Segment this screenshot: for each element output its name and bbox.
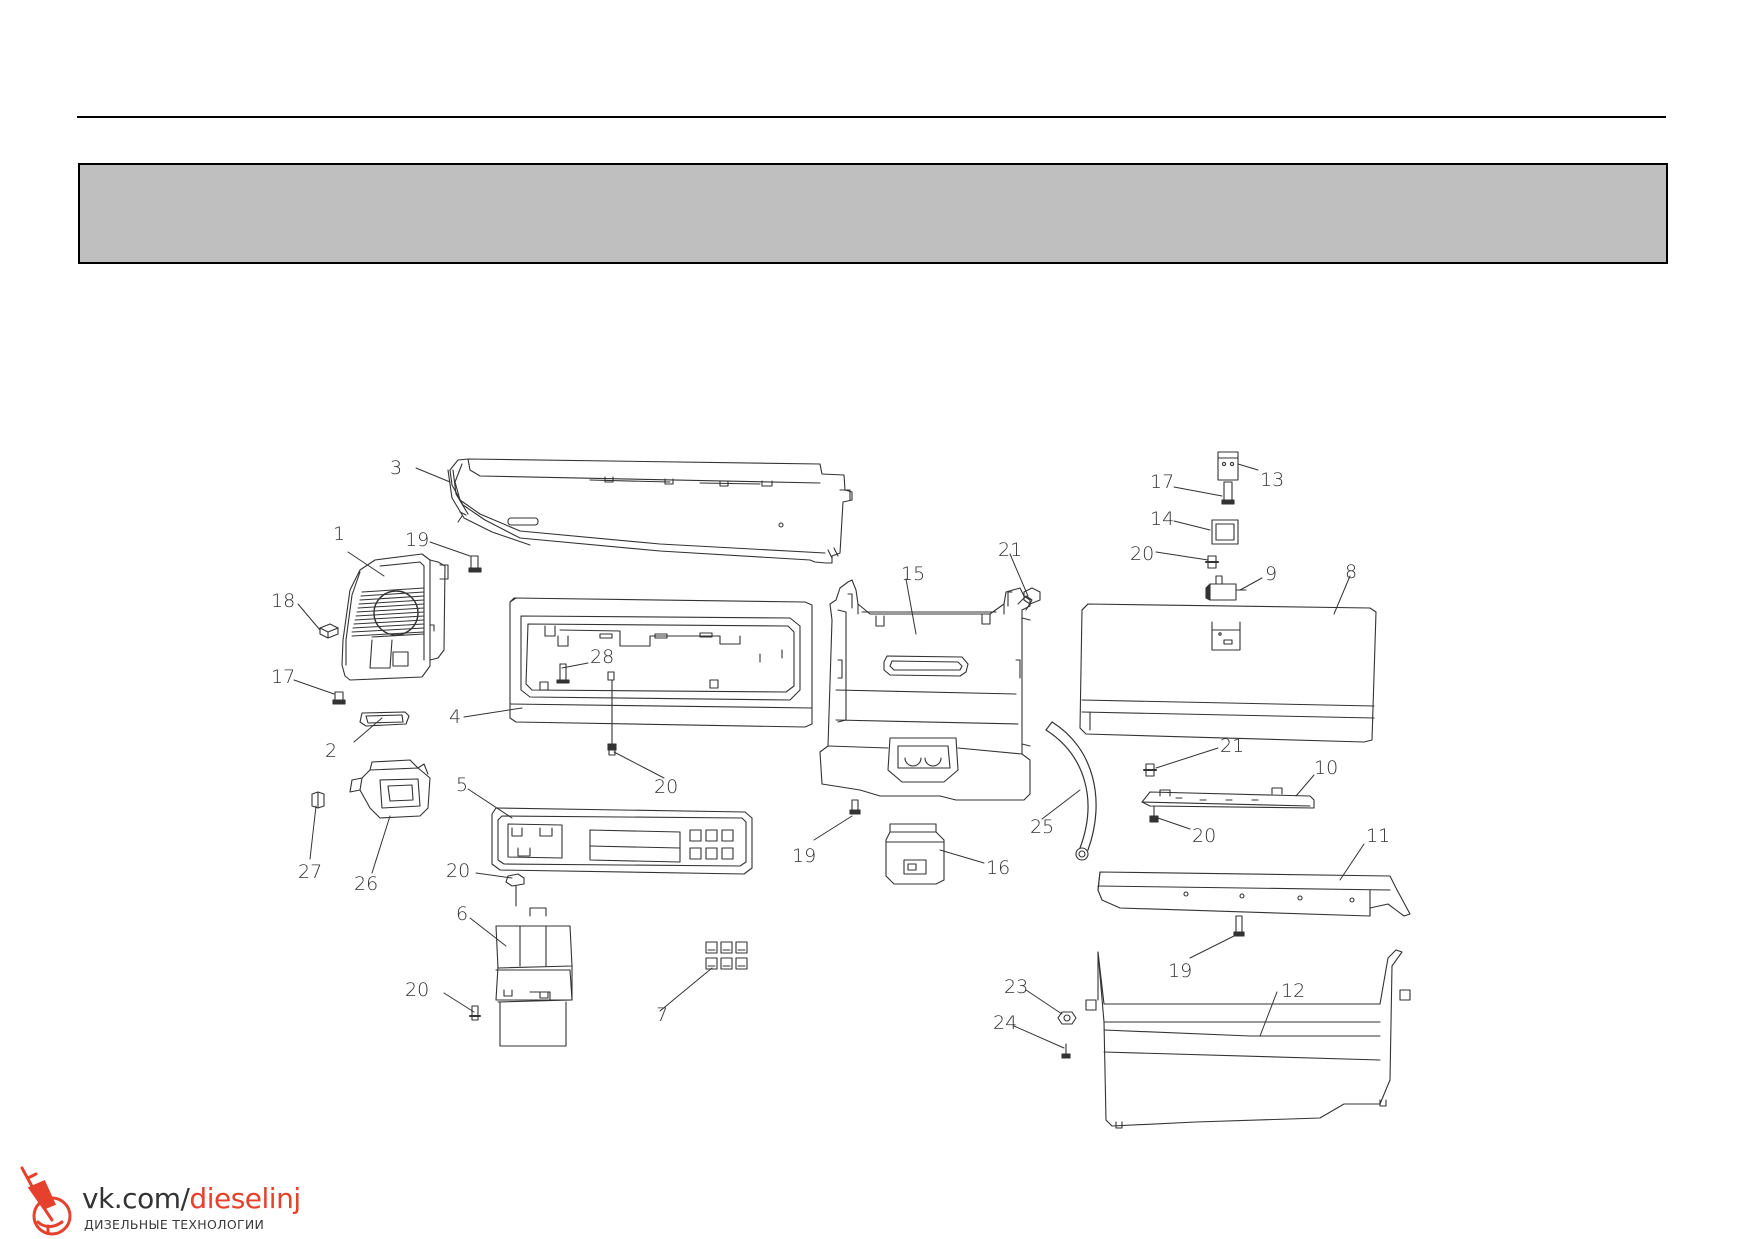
label-21a: 20: [446, 860, 470, 882]
label-18: 18: [271, 590, 295, 612]
label-20d: 20: [1192, 825, 1216, 847]
label-20a: 20: [1130, 543, 1154, 565]
part-6-radio-housing: [495, 907, 573, 1047]
label-5: 5: [456, 774, 468, 796]
label-9: 9: [1265, 563, 1277, 585]
label-10: 10: [1314, 757, 1338, 779]
part-16-ashtray: [885, 823, 945, 885]
label-1: 1: [333, 523, 345, 545]
label-4: 4: [449, 706, 461, 728]
label-27: 27: [298, 861, 322, 883]
part-15-center-console: [819, 579, 1033, 801]
part-28-screw: [556, 663, 570, 684]
brand-logo: [20, 1166, 72, 1236]
part-22-screw: [1143, 763, 1157, 777]
part-12-lower-panel: [1085, 949, 1411, 1129]
part-21b-bracket: [1023, 587, 1041, 605]
part-2-bezel: [359, 711, 410, 727]
injector-logo-icon: [20, 1166, 72, 1236]
label-25: 25: [1030, 816, 1054, 838]
label-17a: 17: [271, 666, 295, 688]
part-8-glovebox-door: [1079, 603, 1377, 743]
brand-subtitle: ДИЗЕЛЬНЫЕ ТЕХНОЛОГИИ: [84, 1217, 265, 1232]
part-23-nut: [1057, 1011, 1077, 1025]
brand-url-prefix: vk.com/: [82, 1182, 190, 1215]
leader-lines: [293, 463, 1365, 1049]
label-6: 6: [456, 903, 468, 925]
label-28: 28: [590, 646, 614, 668]
label-17b: 17: [1150, 471, 1174, 493]
top-rule: [77, 116, 1666, 118]
label-20b: 20: [654, 776, 678, 798]
label-12: 12: [1281, 980, 1305, 1002]
part-25-cable: [1045, 721, 1097, 861]
part-labels: 3 1 19 18 17 2 4 28 20 5 20 6 20 7 27 26…: [271, 457, 1390, 1034]
part-24-screw: [1061, 1043, 1071, 1059]
part-20c-screw: [469, 1005, 481, 1021]
header-band: [78, 163, 1668, 264]
part-17a-screw: [332, 691, 346, 705]
label-15: 15: [901, 563, 925, 585]
part-13-bracket: [1217, 451, 1239, 481]
part-20d-screw: [1149, 805, 1159, 823]
part-7-switches: [705, 941, 748, 970]
label-16: 16: [986, 857, 1010, 879]
brand-url: vk.com/dieselinj: [82, 1185, 301, 1213]
label-13: 13: [1260, 469, 1284, 491]
part-5-control-panel: [491, 807, 753, 875]
label-11: 11: [1366, 825, 1390, 847]
part-20b-screw: [607, 679, 617, 756]
part-19a-screw: [468, 555, 482, 573]
label-19c: 19: [1168, 960, 1192, 982]
label-22: 21: [1220, 735, 1244, 757]
label-24: 24: [993, 1012, 1017, 1034]
label-26: 26: [354, 873, 378, 895]
label-19a: 19: [405, 529, 429, 551]
part-9-lock: [1205, 575, 1247, 601]
brand-url-accent: dieselinj: [189, 1182, 301, 1215]
part-3-upper-cover: [447, 458, 853, 564]
label-3: 3: [390, 457, 402, 479]
part-19b-screw: [849, 799, 861, 815]
part-11-trim-strip: [1097, 871, 1411, 917]
part-19c-screw: [1233, 915, 1245, 937]
part-18-clip: [319, 623, 339, 639]
label-20c: 20: [405, 979, 429, 1001]
part-17b-screw: [1221, 481, 1235, 505]
part-14-grommet: [1211, 519, 1239, 545]
label-23: 23: [1004, 976, 1028, 998]
part-27-clip: [311, 791, 325, 809]
label-8: 8: [1345, 561, 1357, 583]
part-20a-screw: [1205, 555, 1219, 569]
part-1-speaker-cover: [341, 553, 449, 681]
label-7: 7: [656, 1004, 668, 1026]
label-21b: 21: [998, 539, 1022, 561]
label-2: 2: [325, 740, 337, 762]
label-19b: 19: [792, 845, 816, 867]
part-26-cup-holder: [349, 759, 431, 819]
part-10-bar: [1141, 787, 1315, 809]
part-4-center-frame: [509, 597, 813, 728]
part-21a-bracket: [505, 873, 525, 907]
label-14: 14: [1150, 508, 1174, 530]
